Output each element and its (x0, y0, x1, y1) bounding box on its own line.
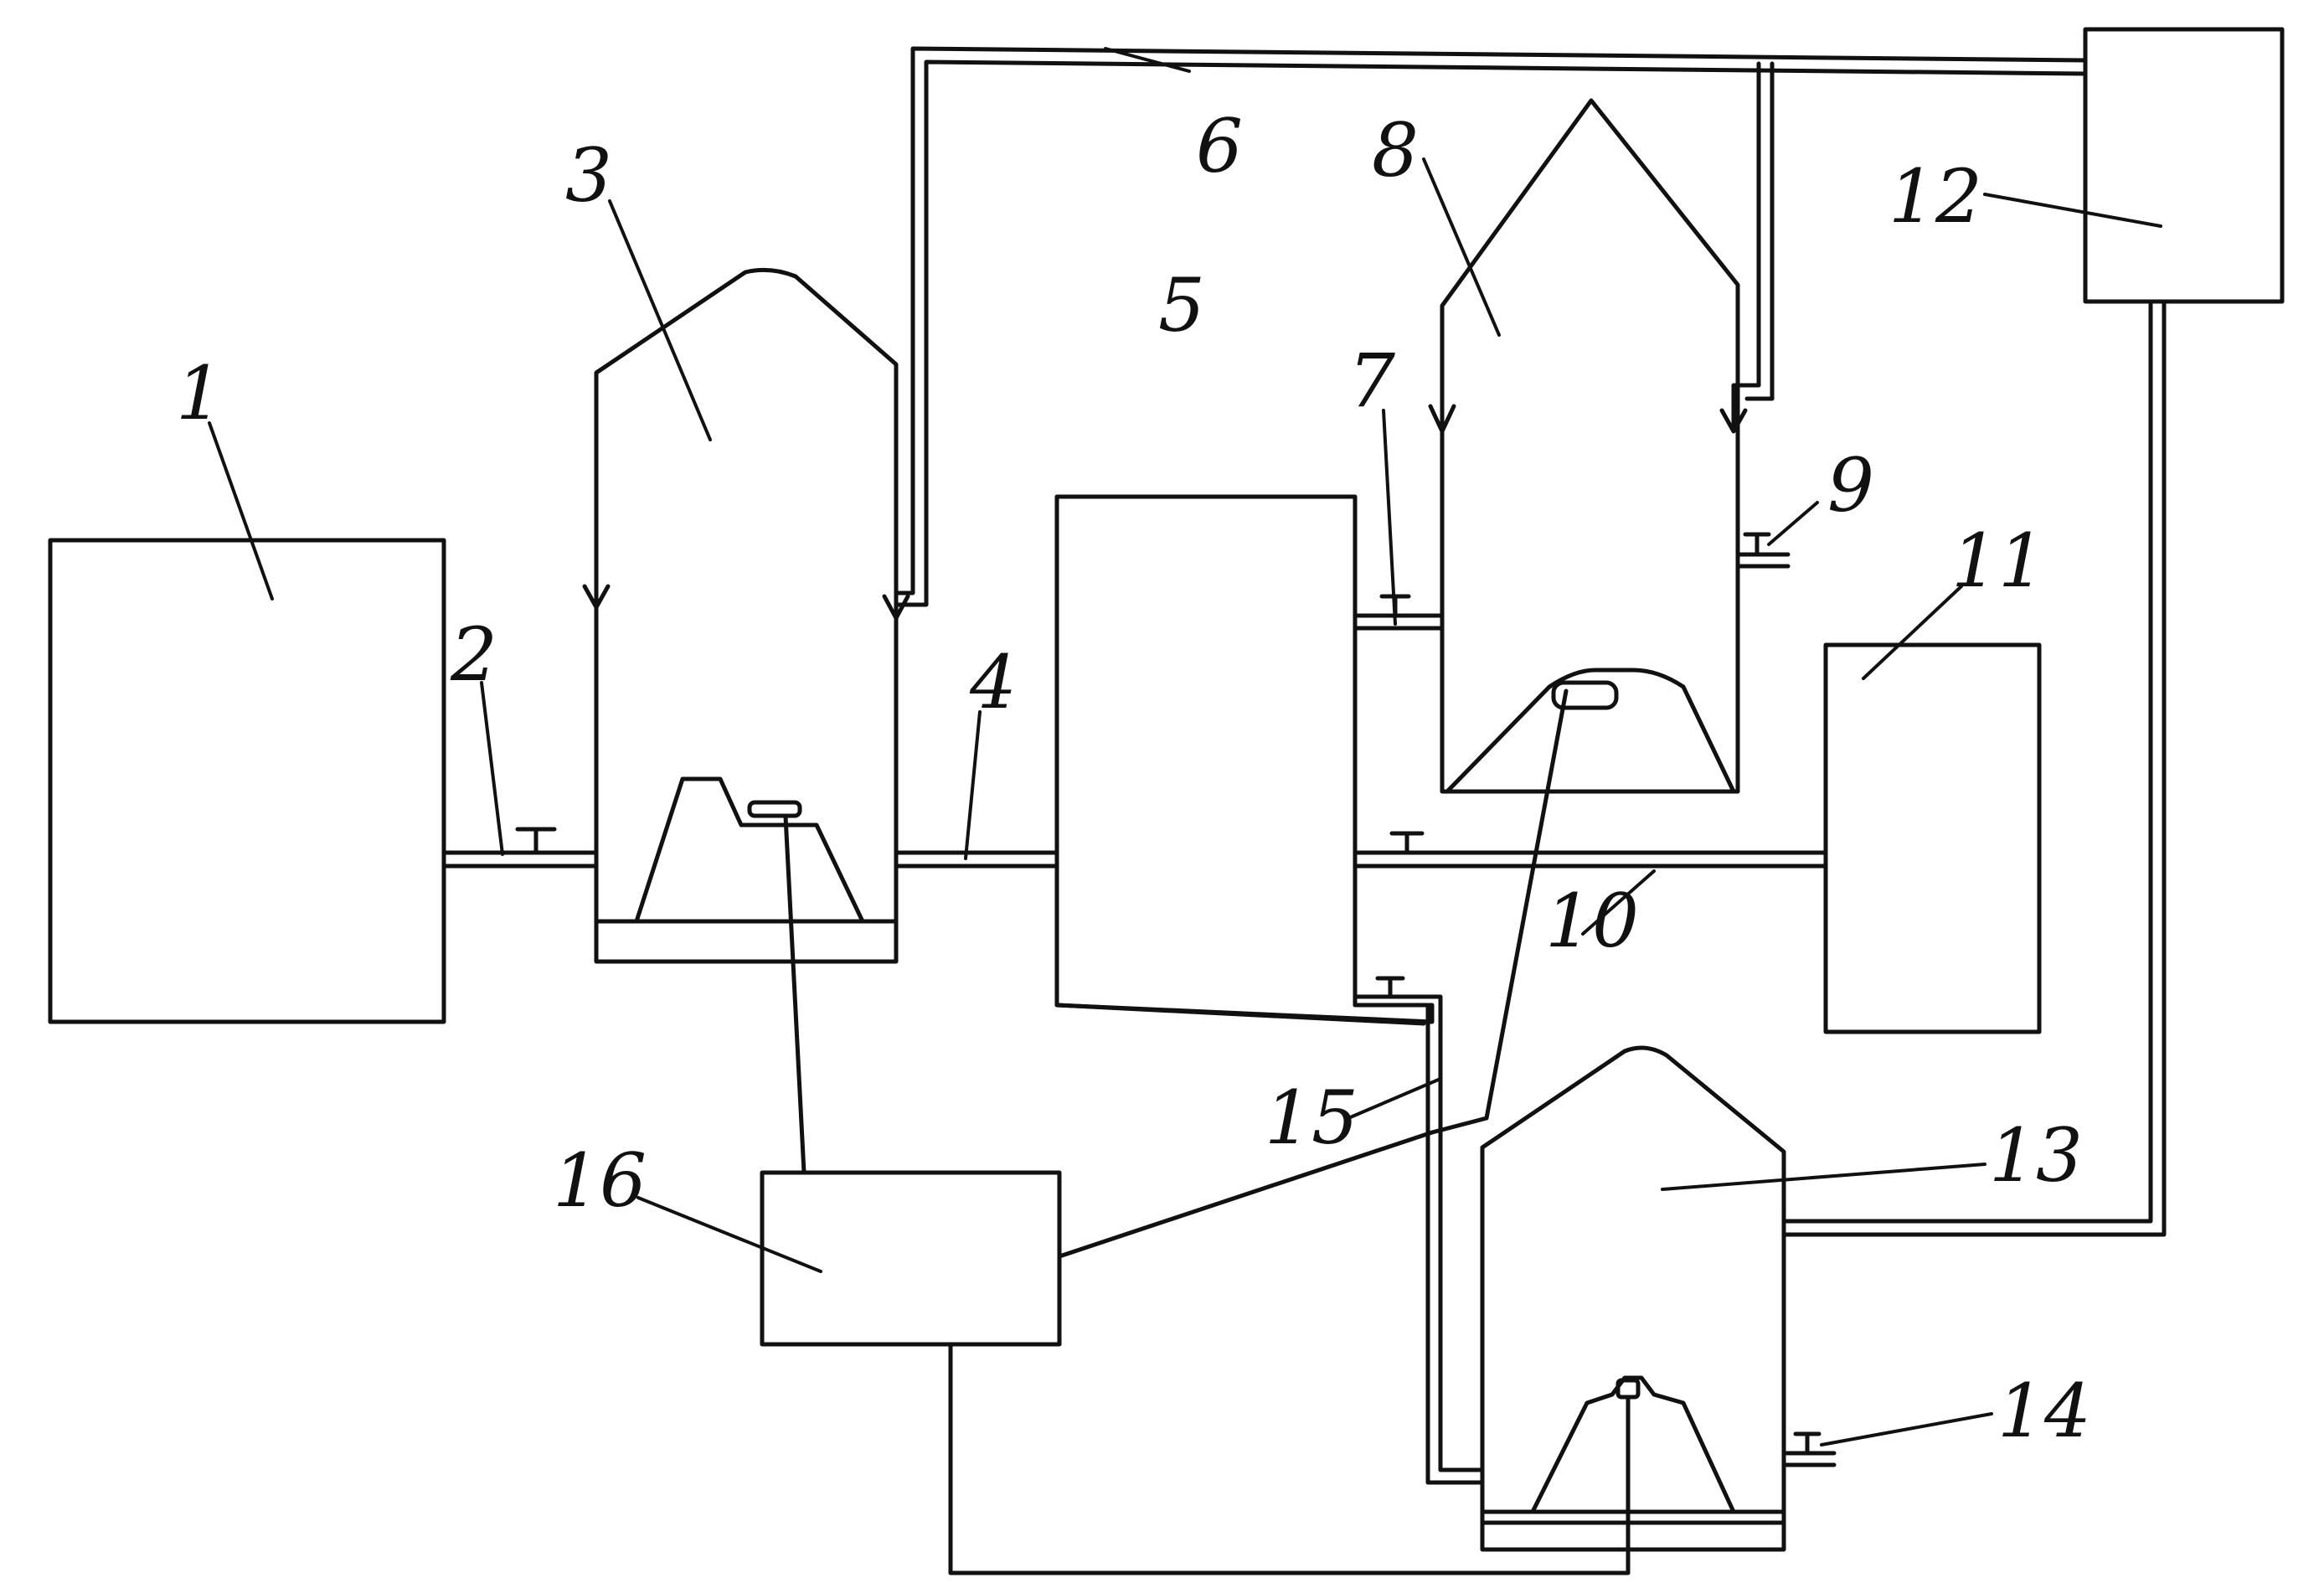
label-1: 1 (176, 350, 223, 436)
label-3: 3 (565, 132, 612, 219)
vessel-8 (1428, 98, 1791, 794)
heater-3 (747, 800, 802, 818)
nozzle-8-right (1719, 408, 1748, 434)
label-16: 16 (553, 1137, 647, 1224)
heater-8 (1551, 680, 1619, 710)
pipe-2 (441, 827, 599, 869)
label-6: 6 (1196, 103, 1243, 189)
label-9: 9 (1827, 442, 1874, 529)
label-11: 11 (1951, 518, 2045, 604)
wire-16-to-8 (1057, 688, 1569, 1259)
pipe-12-to-13 (1781, 299, 2167, 1237)
label-8: 8 (1372, 107, 1419, 193)
label-15: 15 (1265, 1075, 1358, 1161)
label-7: 7 (1348, 338, 1395, 424)
wire-16-to-13 (948, 1342, 1631, 1575)
label-13: 13 (1989, 1112, 2083, 1199)
pipe-6 (894, 46, 2088, 607)
nozzle-3-right (882, 594, 910, 621)
label-5: 5 (1158, 262, 1205, 348)
unit-12-box (2083, 27, 2285, 304)
pipe-10 (1353, 831, 1828, 869)
labels: 1 2 3 4 5 6 7 8 9 10 11 12 13 14 15 16 (176, 103, 2091, 1454)
pipe-15 (1353, 976, 1485, 1485)
label-12: 12 (1889, 153, 1982, 240)
label-4: 4 (969, 639, 1017, 725)
label-14: 14 (1997, 1368, 2091, 1454)
pipe-4 (894, 850, 1059, 869)
vessel-13 (1480, 1045, 1837, 1552)
tank-5 (1054, 494, 1435, 1024)
unit-1-box (48, 538, 446, 1024)
nozzle-3-left (582, 584, 611, 610)
nozzle-8-left (1428, 404, 1456, 434)
control-wires (783, 688, 1631, 1575)
pipe-7 (1353, 594, 1445, 631)
leader-lines (208, 47, 2162, 1446)
tank-5-base (1054, 1003, 1426, 1026)
unit-11-box (1823, 642, 2042, 1034)
wire-16-to-3 (783, 814, 806, 1175)
unit-16-box (760, 1170, 1062, 1347)
label-2: 2 (450, 611, 497, 698)
vessel-3 (582, 267, 910, 964)
label-10: 10 (1545, 878, 1639, 964)
